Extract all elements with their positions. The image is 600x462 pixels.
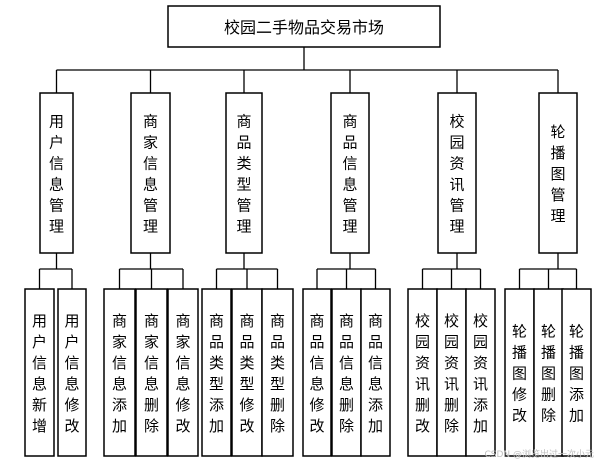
root-label: 校园二手物品交易市场 <box>224 18 384 37</box>
child-label-2-2: 商家信息删除 <box>144 312 159 435</box>
child-box-1-2 <box>57 288 87 457</box>
child-box-1-1 <box>24 288 55 457</box>
module-label-1: 用户信息管理 <box>49 113 64 236</box>
child-box-5-3 <box>465 288 496 457</box>
module-label-6: 轮播图管理 <box>550 123 565 225</box>
module-box-2 <box>130 92 171 254</box>
child-box-4-1 <box>302 288 332 457</box>
module-label-2: 商家信息管理 <box>143 113 158 236</box>
child-label-4-2: 商品信息删除 <box>339 312 354 435</box>
module-box-4 <box>330 92 370 254</box>
child-label-5-1: 校园资讯删改 <box>415 312 430 435</box>
child-label-1-2: 用户信息修改 <box>64 312 79 435</box>
child-box-5-1 <box>407 288 438 457</box>
child-label-2-3: 商家信息修改 <box>175 312 190 435</box>
module-box-5 <box>437 92 477 254</box>
child-label-6-3: 轮播图添加 <box>569 323 584 425</box>
module-label-4: 商品信息管理 <box>342 113 357 236</box>
watermark: CSDN @浏览出过一次小元 <box>484 450 594 460</box>
child-box-2-3 <box>167 288 199 457</box>
child-label-5-3: 校园资讯添加 <box>473 312 488 435</box>
child-label-2-1: 商家信息添加 <box>112 312 127 435</box>
child-label-4-1: 商品信息修改 <box>309 312 324 435</box>
child-box-5-2 <box>436 288 467 457</box>
child-box-6-1 <box>504 288 535 457</box>
child-label-6-2: 轮播图删除 <box>541 323 556 425</box>
child-box-3-1 <box>201 288 232 457</box>
child-box-2-2 <box>135 288 168 457</box>
child-box-6-2 <box>533 288 564 457</box>
child-label-1-1: 用户信息新增 <box>32 312 47 435</box>
module-box-6 <box>538 92 578 254</box>
child-label-6-1: 轮播图修改 <box>512 323 527 425</box>
child-label-3-2: 商品类型修改 <box>239 312 254 435</box>
child-box-4-3 <box>360 288 391 457</box>
module-label-3: 商品类型管理 <box>236 113 251 236</box>
child-box-3-3 <box>261 288 294 457</box>
child-box-3-2 <box>231 288 263 457</box>
child-label-3-1: 商品类型添加 <box>209 312 224 435</box>
child-box-2-1 <box>103 288 136 457</box>
child-label-4-3: 商品信息添加 <box>368 312 383 435</box>
child-label-5-2: 校园资讯删除 <box>444 312 459 435</box>
module-box-1 <box>39 92 74 254</box>
child-box-4-2 <box>331 288 362 457</box>
module-label-5: 校园资讯管理 <box>449 113 464 236</box>
module-box-3 <box>225 92 263 254</box>
child-box-6-3 <box>561 288 592 457</box>
root-box <box>167 5 441 48</box>
child-label-3-3: 商品类型删除 <box>270 312 285 435</box>
